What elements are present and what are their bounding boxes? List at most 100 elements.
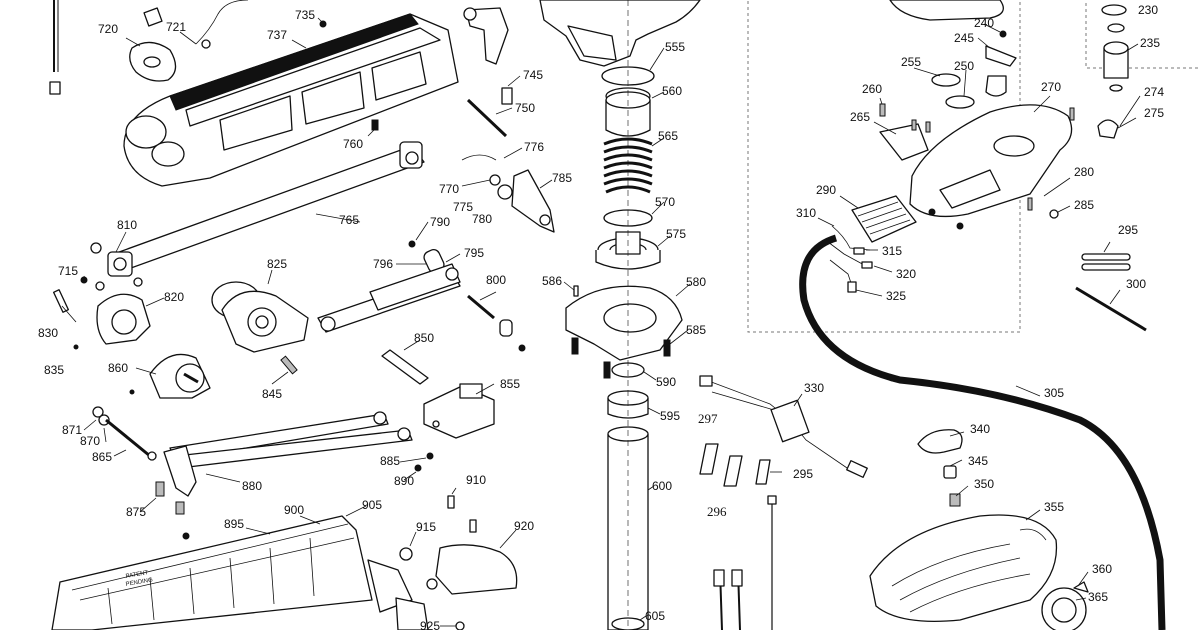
callout-n235: 235 (1140, 36, 1160, 50)
callout-n290: 290 (816, 183, 836, 197)
part-305-cable (799, 234, 1166, 631)
part-715-820-830 (52, 276, 151, 350)
callout-n350: 350 (974, 477, 994, 491)
callout-n925: 925 (420, 619, 440, 630)
callout-n345: 345 (968, 454, 988, 468)
patent-text-1: PATENT (125, 570, 149, 580)
callout-n600: 600 (652, 479, 672, 493)
callout-n605: 605 (645, 609, 665, 623)
part-295-297-sleeves (699, 443, 771, 487)
part-910-920 (399, 495, 518, 631)
part-230-235-collar (1101, 4, 1129, 92)
callout-n245: 245 (954, 31, 974, 45)
part-240-255-switch (931, 30, 1017, 109)
shaft-detail-boundary (1085, 0, 1200, 69)
leader-lines (61, 17, 1141, 627)
callout-n790: 790 (430, 215, 450, 229)
part-295-300-parts (1075, 253, 1147, 332)
part-720-cap (129, 41, 177, 82)
callout-n315: 315 (882, 244, 902, 258)
part-330-harness (699, 375, 868, 478)
callout-n260: 260 (862, 82, 882, 96)
part-737-main-bracket (123, 13, 459, 187)
part-850-bar (381, 349, 429, 385)
part-885-890-screws (414, 452, 434, 472)
callout-n870: 870 (80, 434, 100, 448)
callout-n285: 285 (1074, 198, 1094, 212)
callout-n275: 275 (1144, 106, 1164, 120)
callout-n300: 300 (1126, 277, 1146, 291)
callout-n796: 796 (373, 257, 393, 271)
callout-n780: 780 (472, 212, 492, 226)
part-721-cable (143, 0, 249, 49)
callout-n570: 570 (655, 195, 675, 209)
callout-n325: 325 (886, 289, 906, 303)
part-top-center-bracket (463, 7, 509, 65)
callout-n855: 855 (500, 377, 520, 391)
callout-n745: 745 (523, 68, 543, 82)
callout-n297: 297 (698, 411, 718, 426)
callout-n274: 274 (1144, 85, 1164, 99)
callout-n915: 915 (416, 520, 436, 534)
callout-n765: 765 (339, 213, 359, 227)
callout-n305: 305 (1044, 386, 1064, 400)
callout-n875: 875 (126, 505, 146, 519)
callout-n255: 255 (901, 55, 921, 69)
part-905-base-plate (51, 515, 429, 631)
callout-n720: 720 (98, 22, 118, 36)
callout-n890: 890 (394, 474, 414, 488)
part-745-750-pins (466, 87, 513, 138)
part-765-arm (90, 141, 425, 287)
callout-n760: 760 (343, 137, 363, 151)
callout-n776: 776 (524, 140, 544, 154)
part-865-875-lower-arm (92, 406, 413, 515)
part-735-bolt (319, 20, 327, 28)
callout-n295a: 295 (1118, 223, 1138, 237)
patent-pending-label: PATENT PENDING (125, 570, 153, 588)
part-260-265-plate (879, 103, 931, 161)
part-555-600-shaft-stack (565, 0, 683, 631)
callout-n280: 280 (1074, 165, 1094, 179)
part-795-actuator (317, 263, 461, 333)
callout-n590: 590 (656, 375, 676, 389)
callout-n250: 250 (954, 59, 974, 73)
callout-n800: 800 (486, 273, 506, 287)
callout-n355: 355 (1044, 500, 1064, 514)
part-860-knob (129, 353, 211, 399)
callout-n737: 737 (267, 28, 287, 42)
part-head-cover (889, 0, 1004, 21)
callout-n860: 860 (108, 361, 128, 375)
callout-n296: 296 (707, 504, 727, 519)
part-head-top (539, 0, 701, 67)
callout-n595: 595 (660, 409, 680, 423)
callout-n721: 721 (166, 20, 186, 34)
callout-n900: 900 (284, 503, 304, 517)
callout-n750: 750 (515, 101, 535, 115)
part-274-285-fasteners (1027, 107, 1119, 219)
callout-n825: 825 (267, 257, 287, 271)
callout-n310: 310 (796, 206, 816, 220)
callout-n845: 845 (262, 387, 282, 401)
part-776-785-linkage (461, 154, 555, 233)
callout-n735: 735 (295, 8, 315, 22)
callout-n270: 270 (1041, 80, 1061, 94)
callout-n565: 565 (658, 129, 678, 143)
callout-n715: 715 (58, 264, 78, 278)
part-290-relay (851, 195, 917, 243)
part-790-800-bushings (408, 240, 526, 352)
callout-n795: 795 (464, 246, 484, 260)
callout-n871: 871 (62, 423, 82, 437)
patent-text-2: PENDING (125, 577, 153, 588)
callout-n850: 850 (414, 331, 434, 345)
callout-n920: 920 (514, 519, 534, 533)
callout-n830: 830 (38, 326, 58, 340)
callout-n785: 785 (552, 171, 572, 185)
part-855-bracket (423, 383, 495, 439)
callout-n230: 230 (1138, 3, 1158, 17)
callout-n910: 910 (466, 473, 486, 487)
callout-n340: 340 (970, 422, 990, 436)
callout-n365: 365 (1088, 590, 1108, 604)
part-340-350-button (917, 429, 963, 507)
